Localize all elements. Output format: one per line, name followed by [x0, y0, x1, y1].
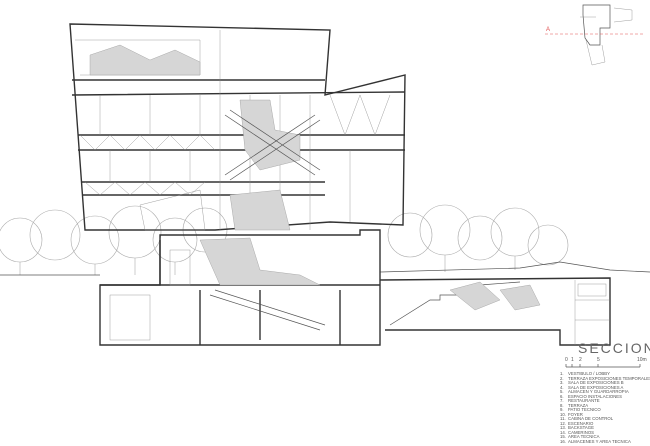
legend-number: 13.	[560, 425, 566, 430]
legend-label: FOYER	[568, 411, 583, 417]
legend-item: 6. ESPACIO INSTALACIONES	[560, 393, 650, 400]
scale-bar	[565, 364, 641, 368]
legend-number: 5.	[560, 389, 564, 394]
legend-number: 14.	[560, 429, 566, 435]
legend-item: 14.CAMERINOS	[560, 429, 650, 436]
legend-number: 1.	[560, 371, 564, 376]
legend-label: RESTAURANTE	[568, 398, 600, 403]
legend-label: SALA DE EXPOSICIONES B	[568, 380, 624, 385]
scale-label: 5	[597, 357, 600, 363]
legend-item: 3. SALA DE EXPOSICIONES B	[560, 380, 650, 386]
legend-label: ALMACENES Y AREA TECNICA	[568, 438, 631, 444]
scale-label: 2	[579, 357, 582, 363]
legend-item: 1. VESTIBULO / LOBBY	[560, 371, 650, 377]
legend-label: AREA TECNICA	[568, 434, 600, 439]
ground-line	[0, 261, 650, 276]
auditorium	[379, 277, 611, 346]
legend-label: TERRAZA	[568, 402, 589, 408]
legend-item: 5. ALMACEN Y GUARDARROPIA	[560, 389, 650, 395]
scale-label: 1	[571, 357, 574, 363]
legend-item: 12.ESCENARIO	[560, 420, 650, 427]
key-plan	[545, 4, 645, 66]
legend-number: 16.	[560, 438, 566, 444]
scale-labels: 0 1 2 5 10m	[565, 358, 647, 363]
legend-item: 15.AREA TECNICA	[560, 434, 650, 440]
legend-number: 9.	[560, 407, 564, 412]
legend-number: 3.	[560, 380, 564, 385]
legend-item: 10.FOYER	[560, 411, 650, 418]
legend-label: TERRAZA EXPOSICIONES TEMPORALES	[568, 375, 650, 381]
tower	[69, 23, 406, 231]
legend-number: 4.	[560, 384, 564, 390]
legend-label: VESTIBULO / LOBBY	[568, 371, 611, 376]
drawing-title: SECCION A	[578, 340, 650, 356]
legend-item: 2. TERRAZA EXPOSICIONES TEMPORALES	[560, 375, 650, 382]
legend-label: ESCENARIO	[568, 420, 594, 426]
legend-item: 8. TERRAZA	[560, 402, 650, 409]
legend-item: 4. SALA DE EXPOSICIONES A	[560, 384, 650, 391]
legend-label: CABINA DE CONTROL	[568, 416, 614, 421]
legend-number: 12.	[560, 420, 566, 426]
legend-number: 6.	[560, 393, 564, 399]
trees-right	[387, 204, 569, 272]
legend-label: PATIO TECNICO	[568, 407, 601, 412]
room-legend: 1. VESTIBULO / LOBBY 2. TERRAZA EXPOSICIONE…	[560, 371, 650, 445]
legend-number: 8.	[560, 402, 564, 408]
legend-number: 2.	[560, 375, 564, 381]
legend-number: 11.	[560, 416, 566, 421]
legend-label: ALMACEN Y GUARDARROPIA	[568, 389, 629, 394]
basement	[99, 229, 381, 346]
key-plan-marker: A	[546, 27, 550, 33]
trees-left	[0, 205, 228, 275]
scale-label: 0	[565, 357, 568, 363]
legend-item: 9. PATIO TECNICO	[560, 407, 650, 413]
legend-item: 7. RESTAURANTE	[560, 398, 650, 404]
legend-label: ESPACIO INSTALACIONES	[568, 393, 623, 399]
legend-number: 15.	[560, 434, 566, 439]
legend-label: CAMERINOS	[568, 429, 595, 435]
legend-item: 13.BACKSTAGE	[560, 425, 650, 431]
legend-item: 16.ALMACENES Y AREA TECNICA	[560, 438, 650, 445]
legend-label: BACKSTAGE	[568, 425, 594, 430]
legend-label: SALA DE EXPOSICIONES A	[568, 384, 624, 390]
legend-number: 10.	[560, 411, 566, 417]
scale-label: 10m	[637, 357, 647, 363]
legend-item: 11.CABINA DE CONTROL	[560, 416, 650, 422]
legend-number: 7.	[560, 398, 564, 403]
